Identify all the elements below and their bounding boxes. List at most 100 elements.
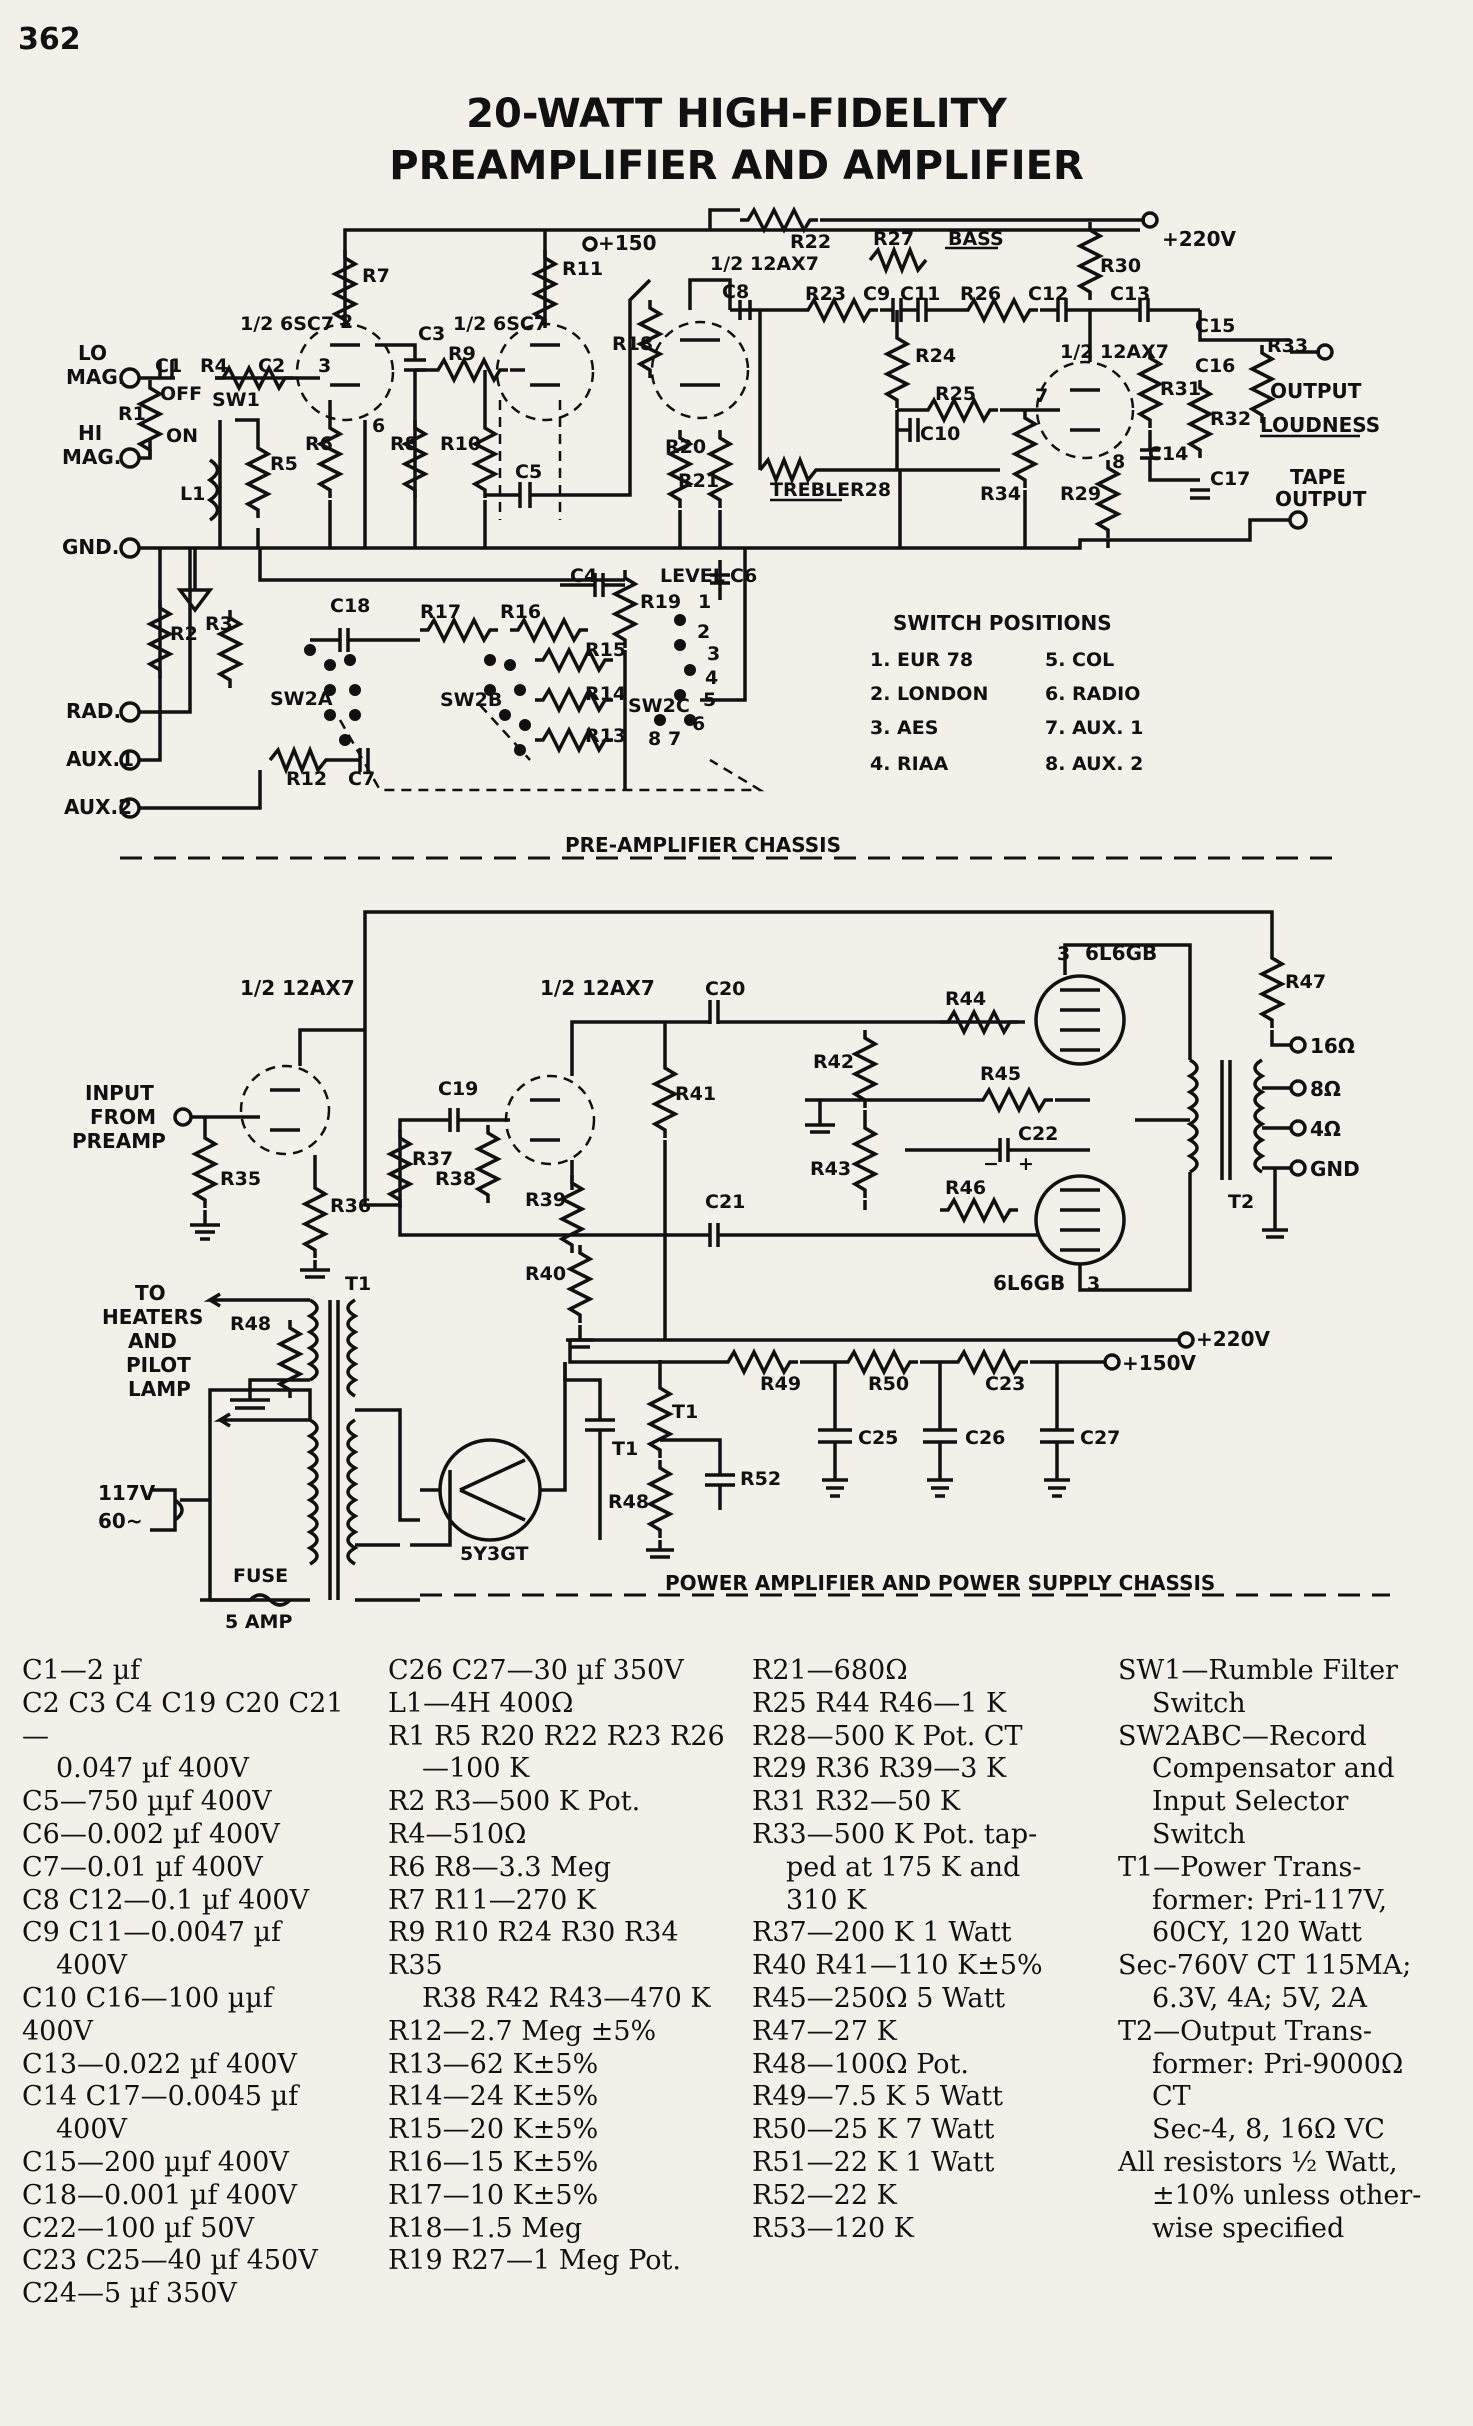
parts-list-col-3: R21—680Ω R25 R44 R46—1 K R28—500 K Pot. … [752, 1655, 1092, 2245]
part-line: R37—200 K 1 Watt [752, 1917, 1012, 1949]
part-line: former: Pri-117V, [1152, 1884, 1388, 1916]
part-line: Compensator and [1152, 1753, 1395, 1785]
c15-label: C15 [1195, 315, 1235, 337]
l1-label: L1 [180, 483, 205, 505]
mains-label-1: 117V [98, 1481, 156, 1505]
part-line: wise specified [1152, 2212, 1345, 2244]
tube-v2b [1035, 360, 1135, 460]
r52-label: R50 [868, 1373, 909, 1395]
part-line: C5—750 µµf 400V [22, 1786, 272, 1818]
input-lo-mag-label: MAG. [66, 365, 125, 389]
gnd-label: GND. [62, 535, 119, 559]
part-line: C6—0.002 µf 400V [22, 1818, 280, 1850]
r50-label: R48 [608, 1491, 649, 1513]
part-line: 310 K [786, 1884, 867, 1916]
part-line: R19 R27—1 Meg Pot. [388, 2245, 681, 2277]
part-line: All resistors ½ Watt, [1118, 2146, 1398, 2178]
c24-label: R52 [740, 1468, 781, 1490]
part-line: R49—7.5 K 5 Watt [752, 2081, 1003, 2113]
c1-label: C1 [155, 355, 182, 377]
r40-label: R40 [525, 1263, 566, 1285]
r38-label: R38 [435, 1168, 476, 1190]
part-line: L1—4H 400Ω [388, 1687, 574, 1719]
part-line: 400V [56, 1950, 128, 1982]
tube-v1a-label: 1/2 6SC7 [240, 313, 334, 335]
part-line: R14—24 K±5% [388, 2081, 599, 2113]
input-hi-mag-label: MAG. [62, 445, 121, 469]
rectifier-tube [438, 1438, 542, 1542]
r10-label: R10 [440, 433, 481, 455]
part-line: C15—200 µµf 400V [22, 2146, 289, 2178]
switch-positions-title: SWITCH POSITIONS [893, 611, 1112, 635]
r47-label: R47 [1285, 971, 1326, 993]
tube-v3a [239, 1064, 331, 1156]
c27-label: C27 [1080, 1427, 1120, 1449]
part-line: R15—20 K±5% [388, 2114, 599, 2146]
mains-label-2: 60~ [98, 1509, 143, 1533]
heaters-label-5: LAMP [128, 1377, 191, 1401]
switch-sw2a: SW2A [270, 644, 361, 746]
power-chassis-label: POWER AMPLIFIER AND POWER SUPPLY CHASSIS [665, 1571, 1215, 1595]
part-line: 0.047 µf 400V [56, 1753, 250, 1785]
fuse-label-2: 5 AMP [225, 1611, 292, 1633]
input-label-3: PREAMP [72, 1129, 166, 1153]
svg-text:8: 8 [1112, 451, 1125, 473]
r24-label: R24 [915, 345, 956, 367]
rad-jack [119, 701, 141, 723]
r7-label: R7 [362, 265, 390, 287]
sw2c-label: SW2C [628, 695, 690, 717]
tube-v1a [295, 322, 395, 422]
r11-label: R11 [562, 258, 603, 280]
tube-v1b [495, 322, 595, 422]
r23-label: R23 [805, 283, 846, 305]
part-line: R17—10 K±5% [388, 2179, 599, 2211]
c21-label: C21 [705, 1191, 745, 1213]
tube-v2b-label: 1/2 12AX7 [1060, 341, 1169, 363]
r26-label: R26 [960, 283, 1001, 305]
svg-text:6: 6 [692, 713, 705, 735]
c10-label: C10 [920, 423, 960, 445]
page-title: 20-WATT HIGH-FIDELITY PREAMPLIFIER AND A… [0, 88, 1473, 192]
sw2b-label: SW2B [440, 689, 502, 711]
part-line: 6.3V, 4A; 5V, 2A [1152, 1982, 1368, 2014]
position-1: 1. EUR 78 [870, 649, 973, 671]
part-line: C7—0.01 µf 400V [22, 1851, 263, 1883]
heaters-label-4: PILOT [126, 1353, 191, 1377]
c4-label: C4 [570, 565, 597, 587]
preamp-section: LO MAG. HI MAG. GND. RAD. AUX.1 AUX.2 C1… [62, 208, 1380, 860]
supply-150-label: +150 [598, 231, 657, 255]
tube-v2a [650, 320, 750, 420]
r22-label: R22 [790, 231, 831, 253]
part-line: C24—5 µf 350V [22, 2278, 237, 2310]
tap-16-label: 16Ω [1310, 1034, 1355, 1058]
part-line: CT [1152, 2081, 1191, 2113]
r2-label: R2 [170, 623, 198, 645]
r35-label: R35 [220, 1168, 261, 1190]
schematic-diagram: LO MAG. HI MAG. GND. RAD. AUX.1 AUX.2 C1… [62, 208, 1390, 1633]
c9-label: C9 [863, 283, 890, 305]
input-lo-label: LO [78, 341, 107, 365]
r20-label: R20 [665, 436, 706, 458]
position-3: 3. AES [870, 717, 938, 739]
r30-label: R30 [1100, 255, 1141, 277]
part-line: Sec-760V CT 115MA; [1118, 1950, 1412, 1982]
tube-v2a-label: 1/2 12AX7 [710, 253, 819, 275]
part-line: C10 C16—100 µµf 400V [22, 1982, 273, 2047]
part-line: R13—62 K±5% [388, 2048, 599, 2080]
part-line: R9 R10 R24 R30 R34 R35 [388, 1917, 679, 1982]
r5-label: R5 [270, 453, 298, 475]
c16-label: C16 [1195, 355, 1235, 377]
part-line: R50—25 K 7 Watt [752, 2114, 995, 2146]
position-8: 8. AUX. 2 [1045, 753, 1143, 775]
part-line: R40 R41—110 K±5% [752, 1950, 1043, 1982]
part-line: R38 R42 R43—470 K [422, 1982, 711, 2014]
r6-label: R6 [305, 433, 333, 455]
filter-caps: C25 C26 C27 [818, 1362, 1120, 1498]
r19-label: R19 [640, 591, 681, 613]
tube-v1b-label: 1/2 6SC7 [453, 313, 547, 335]
part-line: C22—100 µf 50V [22, 2212, 255, 2244]
part-line: R1 R5 R20 R22 R23 R26 [388, 1720, 725, 1752]
sw1-off-label: OFF [160, 383, 202, 405]
part-line: 60CY, 120 Watt [1152, 1917, 1362, 1949]
part-line: T2—Output Trans- [1118, 2015, 1373, 2047]
